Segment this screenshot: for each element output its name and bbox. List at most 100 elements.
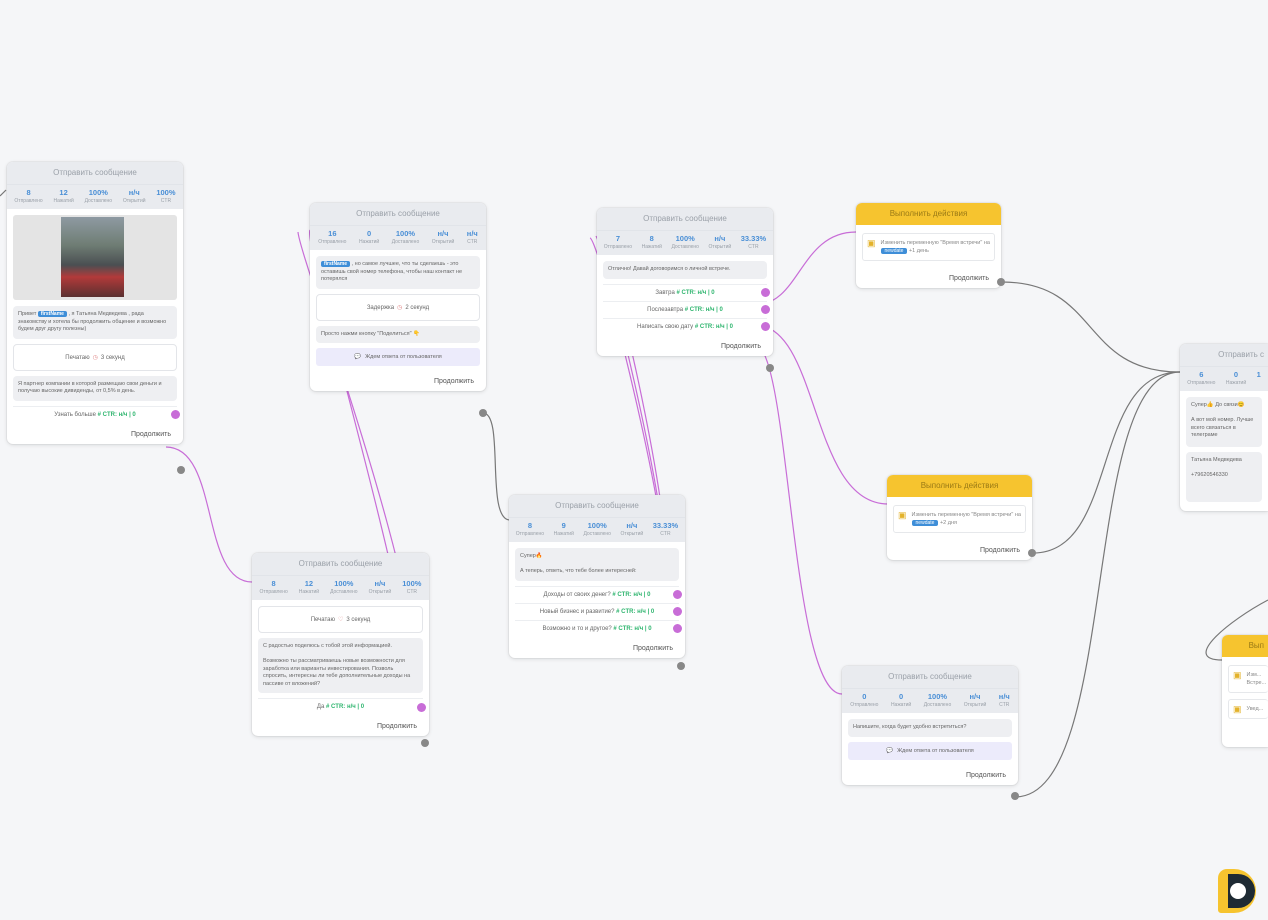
action-row: ▣Изменить переменную "Время встречи" на … — [893, 505, 1026, 533]
node-title: Отправить сообщение — [7, 162, 183, 184]
continue-label[interactable]: Продолжить — [948, 275, 989, 282]
stat-value: 12 — [59, 188, 68, 197]
stat-label: Нажатий — [890, 702, 912, 708]
stat-value: 12 — [304, 579, 314, 588]
message-button[interactable]: Написать свою дату # CTR: н/ч | 0 — [603, 317, 770, 335]
continue-label[interactable]: Продолжить — [965, 771, 1006, 779]
variable-icon: ▣ — [1233, 670, 1242, 680]
variable-tag: firstName — [37, 311, 67, 317]
button-port[interactable] — [673, 624, 682, 633]
continue-port[interactable] — [177, 466, 185, 474]
message-button[interactable]: Возможно и то и другое? # CTR: н/ч | 0 — [515, 619, 682, 637]
stat-value: 6 — [1199, 370, 1204, 379]
continue-port[interactable] — [677, 662, 685, 670]
delay-label: Задержка — [366, 304, 395, 311]
continue-port[interactable] — [479, 409, 487, 417]
button-ctr: # CTR: н/ч | 0 — [325, 704, 365, 710]
button-port[interactable] — [761, 305, 770, 314]
stat-value: н/ч — [998, 692, 1010, 701]
typing-delay: Печатаю♡3 секунд — [258, 606, 423, 633]
stat-label: Открытий — [963, 702, 987, 708]
button-port[interactable] — [761, 322, 770, 331]
stat-label: Открытий — [708, 244, 732, 250]
message-button[interactable]: Доходы от своих денег? # CTR: н/ч | 0 — [515, 585, 682, 603]
message-bubble: firstName , но самое лучшее, что ты сдел… — [316, 256, 480, 289]
message-text: , но самое лучшее, что ты сделаешь - это… — [321, 261, 462, 282]
continue-label[interactable]: Продолжить — [433, 378, 474, 385]
variable-icon: ▣ — [898, 510, 907, 520]
stat-value: 8 — [527, 521, 532, 530]
continue-port[interactable] — [997, 278, 1005, 286]
stat-value: 100% — [156, 188, 176, 197]
stat-label: Нажатий — [641, 244, 662, 250]
message-text: , я Татьяна Медведева , рада знакомству … — [18, 311, 167, 332]
button-label: Узнать больше — [54, 411, 96, 418]
wire-n2-continue-to-n4 — [482, 412, 511, 521]
continue-label[interactable]: Продолжить — [376, 723, 417, 730]
action-text: Изменить переменную "Время встречи" на — [911, 512, 1021, 518]
node-action-partial[interactable]: Вып ▣Изм... Встре... ▣Увед... — [1222, 635, 1268, 747]
stat-value: н/ч — [466, 229, 478, 238]
button-port[interactable] — [761, 288, 770, 297]
message-button[interactable]: Новый бизнес и развитие? # CTR: н/ч | 0 — [515, 602, 682, 620]
action-text: Увед... — [1246, 706, 1264, 712]
button-label: Написать свою дату — [637, 323, 694, 330]
stat-value: 9 — [561, 521, 566, 530]
message-button[interactable]: Да # CTR: н/ч | 0 — [258, 698, 426, 715]
button-ctr: # CTR: н/ч | 0 — [616, 608, 655, 615]
continue-port[interactable] — [766, 364, 774, 372]
button-port[interactable] — [171, 410, 180, 419]
continue-port[interactable] — [421, 739, 429, 747]
heart-icon: ♡ — [338, 617, 344, 623]
node-action-day-after[interactable]: Выполнить действия ▣Изменить переменную … — [887, 475, 1032, 560]
continue-label[interactable]: Продолжить — [720, 342, 761, 350]
message-bubble: Напишите, когда будет удобно встретиться… — [848, 719, 1012, 737]
button-port[interactable] — [673, 590, 682, 599]
stat-label: CTR — [999, 702, 1010, 708]
stat-label: CTR — [467, 239, 478, 245]
stat-value: 0 — [367, 229, 372, 238]
message-button[interactable]: Завтра # CTR: н/ч | 0 — [603, 283, 770, 301]
button-label: Да — [316, 704, 325, 710]
stat-value: н/ч — [437, 229, 449, 238]
typing-delay: Печатаю◷3 секунд — [13, 343, 177, 371]
continue-label[interactable]: Продолжить — [632, 644, 673, 652]
button-ctr: # CTR: н/ч | 0 — [676, 289, 715, 296]
stat-label: CTR — [406, 589, 417, 595]
message-button[interactable]: Послезавтра # CTR: н/ч | 0 — [603, 300, 770, 318]
variable-tag: firstName — [321, 261, 351, 267]
chat-icon: 💬 — [354, 354, 362, 360]
continue-port[interactable] — [1028, 549, 1036, 557]
stat-label: Отправлено — [259, 589, 288, 595]
stat-value: 33.33% — [652, 521, 679, 530]
button-port[interactable] — [673, 607, 682, 616]
message-button[interactable]: Узнать больше # CTR: н/ч | 0 — [13, 405, 180, 423]
node-title: Отправить с — [1180, 344, 1268, 366]
button-port[interactable] — [417, 702, 426, 712]
wait-label: Ждем ответа от пользователя — [897, 747, 974, 754]
stat-value: 100% — [675, 234, 695, 243]
continue-label[interactable]: Продолжить — [979, 547, 1020, 554]
wire-n5-btn3-to-n8 — [754, 344, 843, 695]
stat-value: 0 — [899, 692, 904, 701]
node-action-tomorrow[interactable]: Выполнить действия ▣Изменить переменную … — [856, 203, 1001, 288]
message-bubble: Просто нажми кнопку "Поделиться" 👇 — [316, 325, 480, 343]
stat-label: CTR — [748, 244, 759, 250]
message-bubble: Супер🔥 А теперь, ответь, что тебе более … — [515, 548, 679, 581]
continue-label[interactable]: Продолжить — [130, 430, 171, 438]
stat-value: 100% — [927, 692, 948, 701]
stat-value: 8 — [271, 579, 276, 588]
continue-port[interactable] — [1011, 792, 1019, 800]
